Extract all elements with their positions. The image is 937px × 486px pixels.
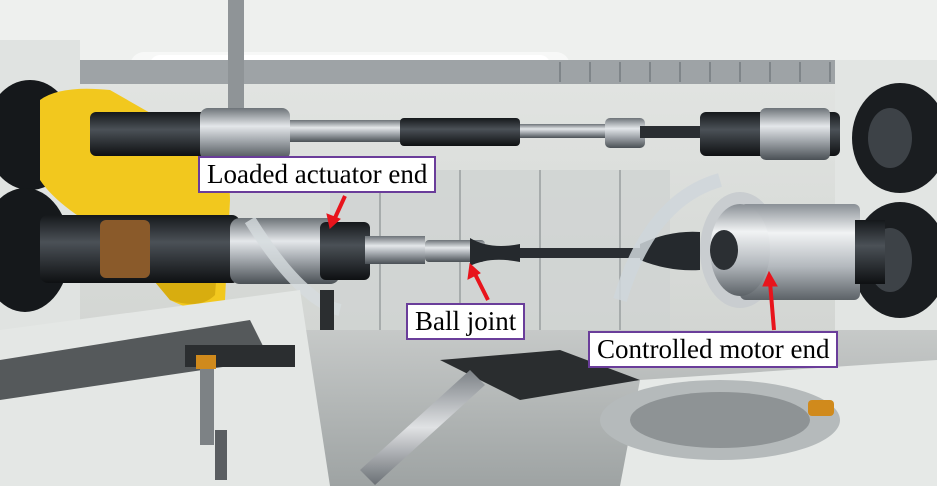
label-ball-joint: Ball joint <box>406 303 526 340</box>
label-controlled-motor-end: Controlled motor end <box>588 331 839 368</box>
label-loaded-actuator-end: Loaded actuator end <box>198 156 437 193</box>
